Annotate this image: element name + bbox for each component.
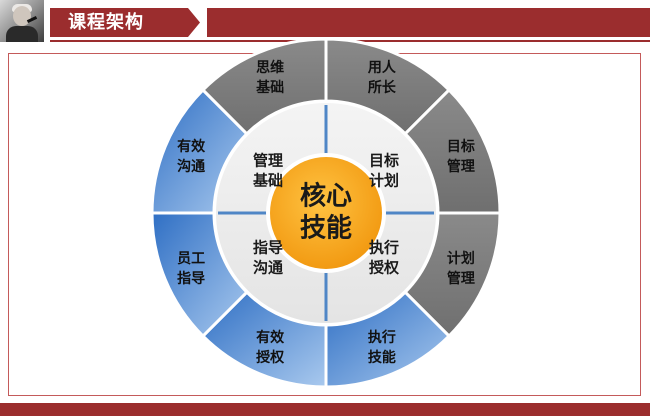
outer-label-goal-management-line2: 管理 bbox=[447, 158, 475, 175]
center-label-line2: 技能 bbox=[300, 213, 352, 244]
outer-label-plan-management-line2: 管理 bbox=[447, 270, 475, 287]
inner-label-execute-authorize-line1: 执行 bbox=[369, 239, 399, 257]
inner-label-goal-planning-line2: 计划 bbox=[369, 172, 399, 190]
page-title: 课程架构 bbox=[50, 8, 200, 37]
inner-label-guide-communicate-line2: 沟通 bbox=[253, 259, 283, 277]
outer-label-effective-authorization-line1: 有效 bbox=[256, 329, 285, 346]
outer-label-effective-authorization-line2: 授权 bbox=[256, 349, 285, 366]
inner-label-guide-communicate-line1: 指导 bbox=[253, 239, 283, 257]
outer-label-thinking-basics-line1: 思维 bbox=[256, 59, 284, 76]
outer-label-goal-management-line1: 目标 bbox=[447, 138, 475, 155]
inner-label-goal-planning-line1: 目标 bbox=[369, 152, 399, 170]
center-circle bbox=[270, 157, 382, 269]
outer-label-execution-skills-line1: 执行 bbox=[368, 329, 396, 346]
outer-label-effective-communication-line2: 沟通 bbox=[177, 158, 205, 175]
outer-label-staff-guidance-line2: 指导 bbox=[177, 270, 205, 287]
inner-label-mgmt-basics-line1: 管理 bbox=[253, 152, 283, 170]
inner-label-mgmt-basics-line2: 基础 bbox=[252, 172, 283, 190]
footer-bar bbox=[0, 403, 650, 416]
title-bar bbox=[207, 8, 650, 37]
outer-label-employ-strengths-line2: 所长 bbox=[368, 79, 397, 96]
center-label-line1: 核心 bbox=[300, 181, 352, 212]
inner-label-execute-authorize-line2: 授权 bbox=[369, 259, 400, 277]
outer-label-effective-communication-line1: 有效 bbox=[177, 138, 206, 155]
outer-label-employ-strengths-line1: 用人 bbox=[368, 59, 397, 76]
outer-label-staff-guidance-line1: 员工 bbox=[177, 251, 205, 267]
outer-label-plan-management-line1: 计划 bbox=[447, 250, 475, 267]
presenter-avatar bbox=[0, 0, 44, 42]
outer-label-thinking-basics-line2: 基础 bbox=[256, 79, 284, 96]
outer-label-execution-skills-line2: 技能 bbox=[368, 349, 396, 366]
